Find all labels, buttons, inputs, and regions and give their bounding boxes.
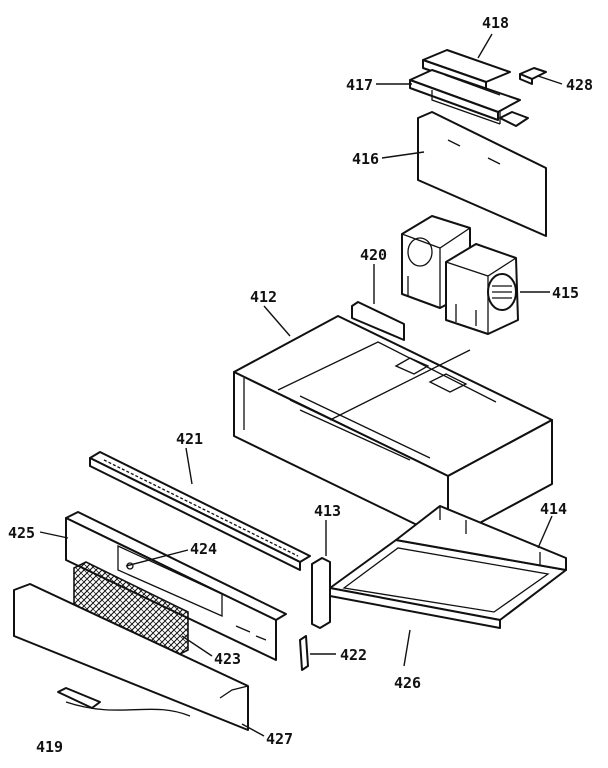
part-418-417-bracket-assembly	[409, 49, 529, 127]
label-419: 419	[36, 738, 63, 756]
part-420-bracket-plate	[351, 301, 405, 341]
label-426: 426	[394, 674, 421, 692]
part-422-clip	[299, 635, 309, 671]
leader-424	[125, 549, 189, 567]
label-418: 418	[482, 14, 509, 32]
part-419-knob-wire	[65, 701, 191, 717]
leader-412	[263, 305, 291, 337]
label-415: 415	[552, 284, 579, 302]
part-416-panel-slots	[447, 139, 501, 165]
part-417-tab	[499, 111, 529, 127]
part-415-blower-assembly	[401, 215, 519, 335]
label-417: 417	[346, 76, 373, 94]
leader-423	[181, 635, 213, 657]
leader-414	[537, 515, 553, 549]
leader-lines	[39, 33, 563, 737]
leader-426	[403, 629, 411, 667]
part-419-knob-body	[57, 687, 101, 709]
part-419-knob	[57, 687, 191, 717]
label-427: 427	[266, 730, 293, 748]
part-422-clip-shape	[299, 635, 309, 671]
part-415-blower-wheel-vanes	[492, 285, 512, 299]
part-412-top-cutout-2	[428, 373, 468, 393]
label-413: 413	[314, 502, 341, 520]
label-424: 424	[190, 540, 217, 558]
label-422: 422	[340, 646, 367, 664]
leader-418	[477, 33, 493, 59]
part-426-tray-inner	[342, 547, 550, 613]
part-416-panel-edge	[417, 111, 547, 180]
leader-427	[241, 723, 265, 737]
part-415-blower-left-inlet	[407, 237, 433, 267]
part-414-tray-back	[395, 505, 567, 571]
part-415-blower-right-housing	[445, 243, 519, 335]
part-428-clip-edge	[519, 73, 533, 85]
part-414-426-filter-tray	[329, 505, 567, 629]
part-412-top-cutout-1	[394, 357, 430, 375]
part-412-left-flange	[233, 378, 245, 432]
part-427-trim-corner	[219, 685, 249, 699]
part-426-tray-front	[329, 587, 501, 629]
label-428: 428	[566, 76, 593, 94]
part-412-main-housing	[233, 315, 553, 541]
part-415-blower-feet	[407, 276, 477, 326]
label-416: 416	[352, 150, 379, 168]
part-425-control-panel	[65, 511, 287, 661]
part-414-tray-posts	[439, 506, 541, 566]
label-420: 420	[360, 246, 387, 264]
leader-421	[185, 447, 193, 485]
part-413-filter-strip	[311, 557, 331, 629]
part-number-labels: 418 417 428 416 420 415 412 421 413 414 …	[8, 14, 593, 756]
part-425-panel-window	[117, 544, 223, 617]
part-421-rail-teeth	[103, 459, 299, 557]
part-412-front-rail	[289, 395, 431, 463]
label-421: 421	[176, 430, 203, 448]
part-416-panel	[417, 111, 547, 237]
part-427-trim-edge	[13, 583, 249, 687]
part-413-strip-body	[311, 557, 331, 629]
part-428-clip	[519, 67, 547, 85]
part-420-bracket	[351, 301, 405, 341]
part-421-rail-face	[89, 457, 301, 571]
part-427-front-trim	[13, 583, 249, 731]
label-423: 423	[214, 650, 241, 668]
part-421-rail	[89, 451, 311, 571]
leader-425	[39, 531, 69, 539]
leader-428	[537, 75, 563, 85]
label-425: 425	[8, 524, 35, 542]
label-412: 412	[250, 288, 277, 306]
part-425-panel-switch-slots	[235, 625, 267, 641]
leader-416	[381, 151, 425, 159]
part-412-housing-inner-lines	[277, 341, 497, 461]
label-414: 414	[540, 500, 567, 518]
